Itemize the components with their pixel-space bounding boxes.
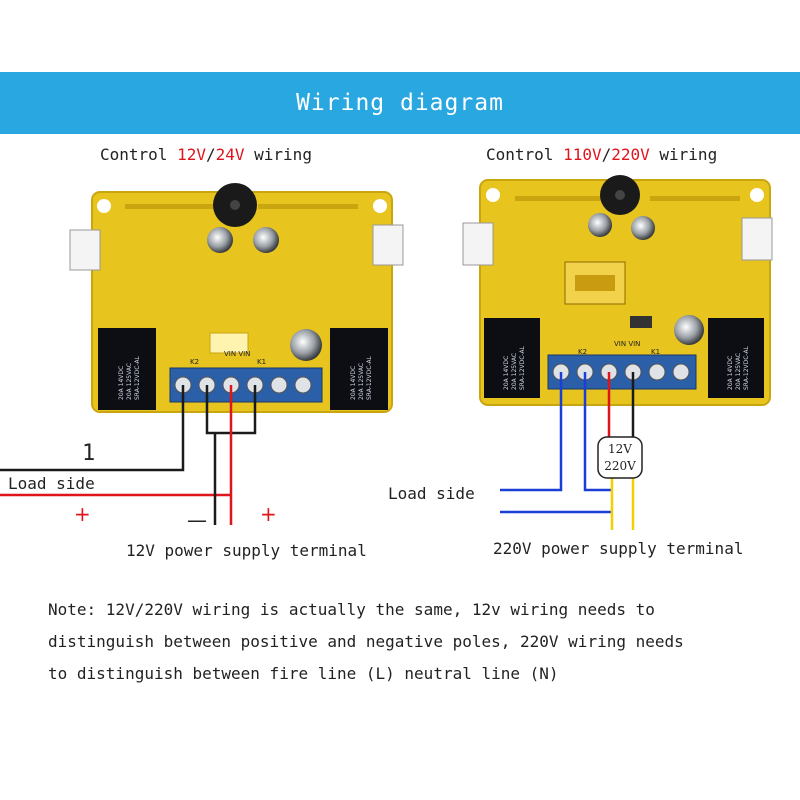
left-pin-k2: K2 [190, 358, 199, 366]
left-relay-l-text1: 20A 14VDC [118, 366, 125, 400]
left-mount-hole-tr [373, 199, 387, 213]
right-buzzer-center [615, 190, 625, 200]
left-relay-l-text3: SRA-12VDC-AL [134, 355, 141, 400]
left-load-label: Load side [8, 474, 95, 493]
right-relay-l: 20A 14VDC 20A 125VAC SRA-12VDC-AL [484, 318, 540, 398]
left-caption-voltage1: 12V [177, 145, 206, 164]
right-adapter-line1: 12V [608, 442, 632, 456]
right-connector-l [462, 222, 494, 266]
left-caption: Control 12V/24V wiring [100, 145, 312, 164]
right-cap-1 [588, 213, 612, 237]
left-relay-l: 20A 14VDC 20A 125VAC SRA-12VDC-AL [98, 328, 156, 410]
right-relay-r-text1: 20A 14VDC [727, 356, 734, 390]
right-wire-load-blue-2 [583, 372, 612, 492]
page-title: Wiring diagram [296, 90, 504, 116]
left-pin-row [125, 204, 215, 209]
left-connector-l [69, 229, 101, 271]
left-relay-r-text2: 20A 125VAC [358, 363, 365, 400]
left-connector-r [372, 224, 404, 266]
left-load-number: 1 [82, 441, 95, 466]
left-relay-r-text3: SRA-12VDC-AL [366, 355, 373, 400]
right-caption-prefix: Control [486, 145, 564, 164]
left-caption-prefix: Control [100, 145, 178, 164]
right-caption: Control 110V/220V wiring [486, 145, 717, 164]
right-mount-hole-tl [486, 188, 500, 202]
left-cap-3 [290, 329, 322, 361]
left-pin-k1: K1 [257, 358, 266, 366]
right-relay-r: 20A 14VDC 20A 125VAC SRA-12VDC-AL [708, 318, 764, 398]
left-relay-l-text2: 20A 125VAC [126, 363, 133, 400]
right-pin-vin: VIN VIN [614, 340, 640, 348]
left-wires [0, 385, 257, 525]
note-line-1: Note: 12V/220V wiring is actually the sa… [48, 600, 655, 619]
left-minus-sign: — [187, 508, 207, 532]
right-regulator [630, 316, 652, 328]
right-pin-k1: K1 [651, 348, 660, 356]
right-terminal-label: 220V power supply terminal [493, 539, 743, 558]
left-mount-hole-tl [97, 199, 111, 213]
right-caption-voltage1: 110V [563, 145, 602, 164]
left-caption-voltage2: 24V [215, 145, 245, 164]
left-cap-2 [253, 227, 279, 253]
left-terminal-label: 12V power supply terminal [126, 541, 367, 560]
right-caption-separator: / [601, 145, 612, 164]
left-buzzer-center [230, 200, 240, 210]
right-relay-l-text2: 20A 125VAC [511, 353, 518, 390]
right-caption-suffix: wiring [649, 145, 718, 164]
header-banner: Wiring diagram [0, 72, 800, 134]
left-caption-suffix: wiring [244, 145, 312, 164]
note-text: Note: 12V/220V wiring is actually the sa… [48, 594, 768, 690]
right-adapter-box [597, 436, 643, 479]
right-pin-row-2 [650, 196, 740, 201]
left-plus-sign: + [74, 502, 91, 526]
right-pin-k2: K2 [578, 348, 587, 356]
right-wires [500, 372, 635, 530]
right-cap-3 [674, 315, 704, 345]
left-caption-separator: / [205, 145, 216, 164]
left-board: 20A 14VDC 20A 125VAC SRA-12VDC-AL 20A 14… [0, 183, 404, 560]
right-relay-r-text2: 20A 125VAC [735, 353, 742, 390]
note-line-3: to distinguish between fire line (L) neu… [48, 664, 559, 683]
right-board: 20A 14VDC 20A 125VAC SRA-12VDC-AL 20A 14… [388, 175, 773, 558]
left-pin-row-2 [258, 204, 358, 209]
left-relay-r-text1: 20A 14VDC [350, 366, 357, 400]
right-adapter-line2: 220V [604, 459, 636, 473]
left-jumper [209, 332, 249, 354]
right-pin-row [515, 196, 605, 201]
right-caption-voltage2: 220V [611, 145, 650, 164]
right-connector-r [741, 217, 773, 261]
left-relay-r: 20A 14VDC 20A 125VAC SRA-12VDC-AL [330, 328, 388, 410]
left-cap-1 [207, 227, 233, 253]
left-pin-vin: VIN VIN [224, 350, 250, 358]
right-cap-2 [631, 216, 655, 240]
right-wire-load-blue-1 [500, 372, 563, 492]
right-relay-l-text3: SRA-12VDC-AL [519, 345, 526, 390]
right-relay-r-text3: SRA-12VDC-AL [743, 345, 750, 390]
right-plus-sign: + [260, 502, 277, 526]
right-terminal-block [547, 354, 697, 390]
right-mount-hole-tr [750, 188, 764, 202]
right-transformer-core [575, 275, 615, 291]
left-wire-load-black [0, 385, 185, 472]
right-relay-l-text1: 20A 14VDC [503, 356, 510, 390]
note-line-2: distinguish between positive and negativ… [48, 632, 684, 651]
right-load-label: Load side [388, 484, 475, 503]
